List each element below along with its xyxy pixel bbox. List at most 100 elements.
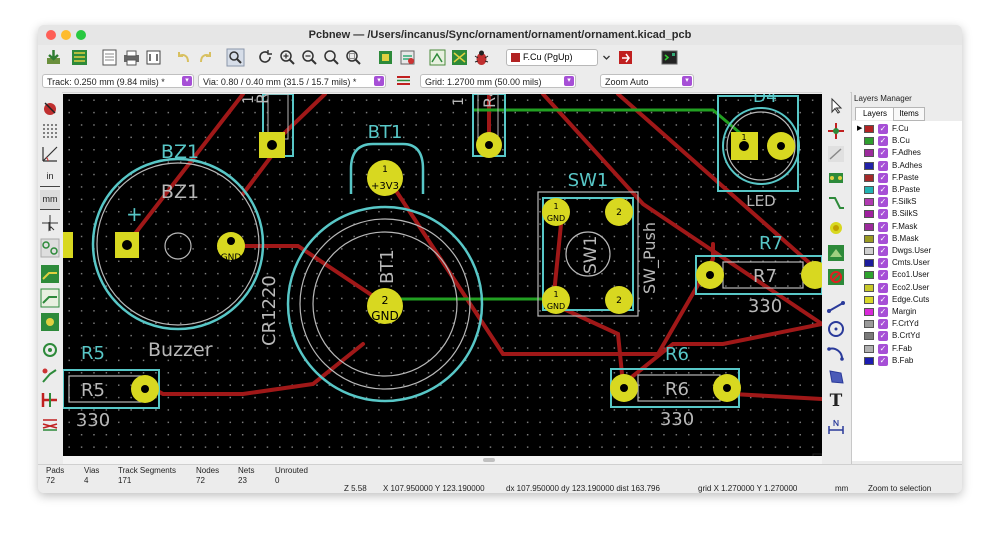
undo-icon[interactable] <box>174 48 193 67</box>
footprint-editor-icon[interactable] <box>450 48 469 67</box>
find-icon[interactable] <box>226 48 245 67</box>
scripting-console-icon[interactable] <box>660 48 679 67</box>
drc-icon[interactable] <box>40 98 60 118</box>
page-settings-icon[interactable] <box>100 48 119 67</box>
layer-color-swatch[interactable] <box>864 186 874 194</box>
layer-manager-icon[interactable] <box>40 414 60 434</box>
layer-row[interactable]: ✓Margin <box>858 306 958 318</box>
track-sketch-icon[interactable] <box>40 264 60 284</box>
dimension-icon[interactable] <box>826 416 846 436</box>
layer-visibility-checkbox[interactable]: ✓ <box>878 282 888 293</box>
via-size-select[interactable]: Via: 0.80 / 0.40 mm (31.5 / 15.7 mils) *… <box>198 74 386 88</box>
layer-visibility-checkbox[interactable]: ✓ <box>878 197 888 208</box>
layer-color-swatch[interactable] <box>864 320 874 329</box>
layer-color-swatch[interactable] <box>864 295 874 304</box>
microwave-icon[interactable] <box>40 366 60 386</box>
read-netlist-icon[interactable] <box>398 48 417 67</box>
keepout-icon[interactable] <box>826 267 846 287</box>
pad-sketch-icon[interactable] <box>40 238 60 258</box>
layer-color-swatch[interactable] <box>864 149 874 158</box>
layer-visibility-checkbox[interactable]: ✓ <box>878 233 888 244</box>
add-circle-icon[interactable] <box>826 319 846 339</box>
plot-icon[interactable] <box>144 48 163 67</box>
layer-visibility-checkbox[interactable]: ✓ <box>878 331 888 342</box>
layer-visibility-checkbox[interactable]: ✓ <box>878 270 888 281</box>
high-contrast-icon[interactable] <box>40 390 60 410</box>
track-settings-icon[interactable] <box>394 71 413 90</box>
layer-color-swatch[interactable] <box>864 173 874 182</box>
layer-visibility-checkbox[interactable]: ✓ <box>878 258 888 269</box>
add-arc-icon[interactable] <box>826 343 846 363</box>
layer-visibility-checkbox[interactable]: ✓ <box>878 294 888 305</box>
highlight-net-icon[interactable] <box>826 121 846 141</box>
layer-row[interactable]: ✓F.Mask <box>858 221 958 233</box>
layer-row[interactable]: ✓B.Paste <box>858 184 958 196</box>
layer-color-swatch[interactable] <box>864 332 874 341</box>
layer-visibility-checkbox[interactable]: ✓ <box>878 185 888 195</box>
layer-color-swatch[interactable] <box>864 125 874 133</box>
cursor-shape-icon[interactable] <box>40 213 60 233</box>
board-setup-icon[interactable] <box>70 48 89 67</box>
layer-row[interactable]: ✓B.Adhes <box>858 160 958 172</box>
layer-row[interactable]: ✓Eco2.User <box>858 282 958 294</box>
pcb-canvas[interactable]: + BZ1 BZ1 GND 2 Buzzer BT1 1 +3V3 2 <box>63 94 822 464</box>
layer-row[interactable]: ✓F.SilkS <box>858 196 958 208</box>
layer-visibility-checkbox[interactable]: ✓ <box>878 307 888 317</box>
layer-row[interactable]: ✓B.Mask <box>858 233 958 245</box>
layer-color-swatch[interactable] <box>864 210 874 219</box>
layer-row[interactable]: ✓F.Paste <box>858 172 958 184</box>
layer-visibility-checkbox[interactable]: ✓ <box>878 319 888 330</box>
layer-row[interactable]: ✓Eco1.User <box>858 269 958 281</box>
add-polygon-icon[interactable] <box>826 367 846 387</box>
layer-color-swatch[interactable] <box>864 344 874 353</box>
print-icon[interactable] <box>122 48 141 67</box>
local-ratsnest-icon[interactable] <box>826 144 846 164</box>
layer-pair-icon[interactable] <box>616 48 635 67</box>
minimize-window-button[interactable] <box>61 30 71 40</box>
zoom-in-icon[interactable] <box>278 48 297 67</box>
zoom-select[interactable]: Zoom Auto▾ <box>600 74 694 88</box>
layer-visibility-checkbox[interactable]: ✓ <box>878 221 888 232</box>
ratsnest-icon[interactable] <box>40 340 60 360</box>
layer-row[interactable]: ✓F.Fab <box>858 343 958 355</box>
chevron-down-icon[interactable] <box>597 48 610 67</box>
route-track-icon[interactable] <box>826 193 846 213</box>
layer-row[interactable]: ✓F.CrtYd <box>858 318 958 330</box>
layer-row[interactable]: ✓Dwgs.User <box>858 245 958 257</box>
layer-visibility-checkbox[interactable]: ✓ <box>878 172 888 183</box>
layer-color-swatch[interactable] <box>864 356 874 365</box>
layer-visibility-checkbox[interactable]: ✓ <box>878 124 888 134</box>
layer-row[interactable]: ▶✓F.Cu <box>857 123 958 135</box>
tab-layers[interactable]: Layers <box>855 107 895 120</box>
net-icon[interactable] <box>428 48 447 67</box>
layer-visibility-checkbox[interactable]: ✓ <box>878 160 888 171</box>
redo-icon[interactable] <box>196 48 215 67</box>
grid-size-select[interactable]: Grid: 1.2700 mm (50.00 mils)▾ <box>420 74 576 88</box>
select-arrow-icon[interactable] <box>826 96 846 116</box>
layer-visibility-checkbox[interactable]: ✓ <box>878 343 888 354</box>
zoom-out-icon[interactable] <box>300 48 319 67</box>
layer-color-swatch[interactable] <box>864 222 874 231</box>
layer-row[interactable]: ✓B.CrtYd <box>858 330 958 342</box>
scrollbar-thumb[interactable] <box>483 458 495 462</box>
layer-color-swatch[interactable] <box>864 198 874 207</box>
add-zone-icon[interactable] <box>826 243 846 263</box>
layer-color-swatch[interactable] <box>864 137 874 146</box>
zoom-selection-icon[interactable] <box>344 48 363 67</box>
horizontal-scrollbar[interactable] <box>63 456 822 464</box>
add-footprint-icon[interactable] <box>826 168 846 188</box>
layer-visibility-checkbox[interactable]: ✓ <box>878 209 888 220</box>
zone-fill-icon[interactable] <box>40 312 60 332</box>
mm-units-button[interactable]: mm <box>40 190 60 210</box>
via-sketch-icon[interactable] <box>40 288 60 308</box>
save-icon[interactable] <box>44 48 63 67</box>
polar-coords-icon[interactable] <box>40 144 60 164</box>
layer-color-swatch[interactable] <box>864 247 874 255</box>
layer-color-swatch[interactable] <box>864 283 874 292</box>
add-via-icon[interactable] <box>826 218 846 238</box>
layer-row[interactable]: ✓B.Fab <box>858 355 958 367</box>
layer-row[interactable]: ✓F.Adhes <box>858 147 958 159</box>
layer-visibility-checkbox[interactable]: ✓ <box>878 355 888 366</box>
zoom-fit-icon[interactable] <box>322 48 341 67</box>
layer-row[interactable]: ✓Cmts.User <box>858 257 958 269</box>
